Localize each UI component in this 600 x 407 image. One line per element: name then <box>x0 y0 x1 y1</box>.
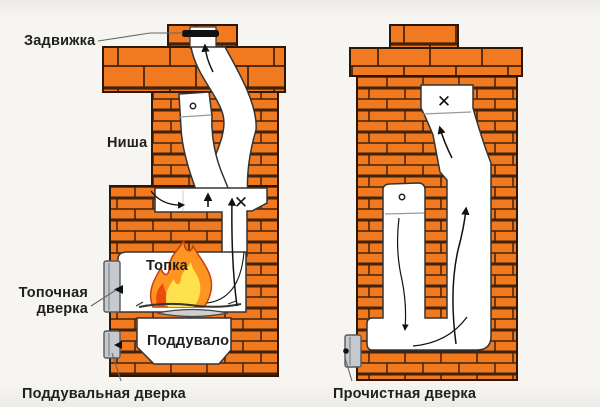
leader-line-firebox-door <box>90 289 117 307</box>
left-stove-flow-arrows <box>150 43 245 307</box>
damper-bar <box>182 30 219 37</box>
label-ash-pit-door: Поддувальная дверка <box>22 386 187 402</box>
cleanout-door <box>343 334 362 368</box>
closed-passage-mark-left: ✕ <box>234 193 248 213</box>
label-firebox: Топка <box>146 258 189 274</box>
upper-chamber-shelf-line <box>422 111 472 115</box>
firebox-door <box>103 260 123 313</box>
leader-line-ash-pit-door <box>111 352 122 382</box>
flame-icon <box>149 239 213 308</box>
cleanout-door-handle-icon <box>343 348 349 354</box>
right-vent-hole-icon <box>398 193 406 201</box>
right-cap-slab <box>349 47 523 77</box>
vent-channel <box>178 91 232 196</box>
closed-passage-mark-right: ✕ <box>437 92 451 112</box>
ember-scribbles <box>135 300 240 308</box>
label-ash-pit: Поддувало <box>147 333 229 349</box>
ash-pit-door <box>103 330 122 359</box>
label-firebox-door-line2: дверка <box>37 301 89 317</box>
firebox-door-handle-icon <box>114 285 123 294</box>
right-stove-channels <box>366 84 492 351</box>
right-stove-flow-arrows <box>396 125 470 347</box>
label-damper: Задвижка <box>24 33 96 49</box>
ash-pit-chamber <box>136 317 232 365</box>
right-stove: ✕ <box>343 24 523 381</box>
left-stove: ✕ <box>102 24 286 377</box>
label-cleanout-door: Прочистная дверка <box>333 386 477 402</box>
right-chimney-block <box>389 24 459 49</box>
leader-line-damper <box>97 32 183 42</box>
labels: Задвижка Ниша Топка Топочная дверка Подд… <box>19 32 477 402</box>
right-niche-shelf-line <box>384 212 425 215</box>
ash-pit-door-handle-icon <box>114 341 122 349</box>
hearth-line <box>138 302 242 308</box>
vent-shelf-line <box>179 114 212 118</box>
label-niche: Ниша <box>107 135 148 151</box>
leader-line-cleanout-door <box>344 357 353 382</box>
vent-hole-icon <box>189 102 197 110</box>
label-firebox-door-line1: Топочная <box>19 285 88 301</box>
grate <box>156 308 229 318</box>
